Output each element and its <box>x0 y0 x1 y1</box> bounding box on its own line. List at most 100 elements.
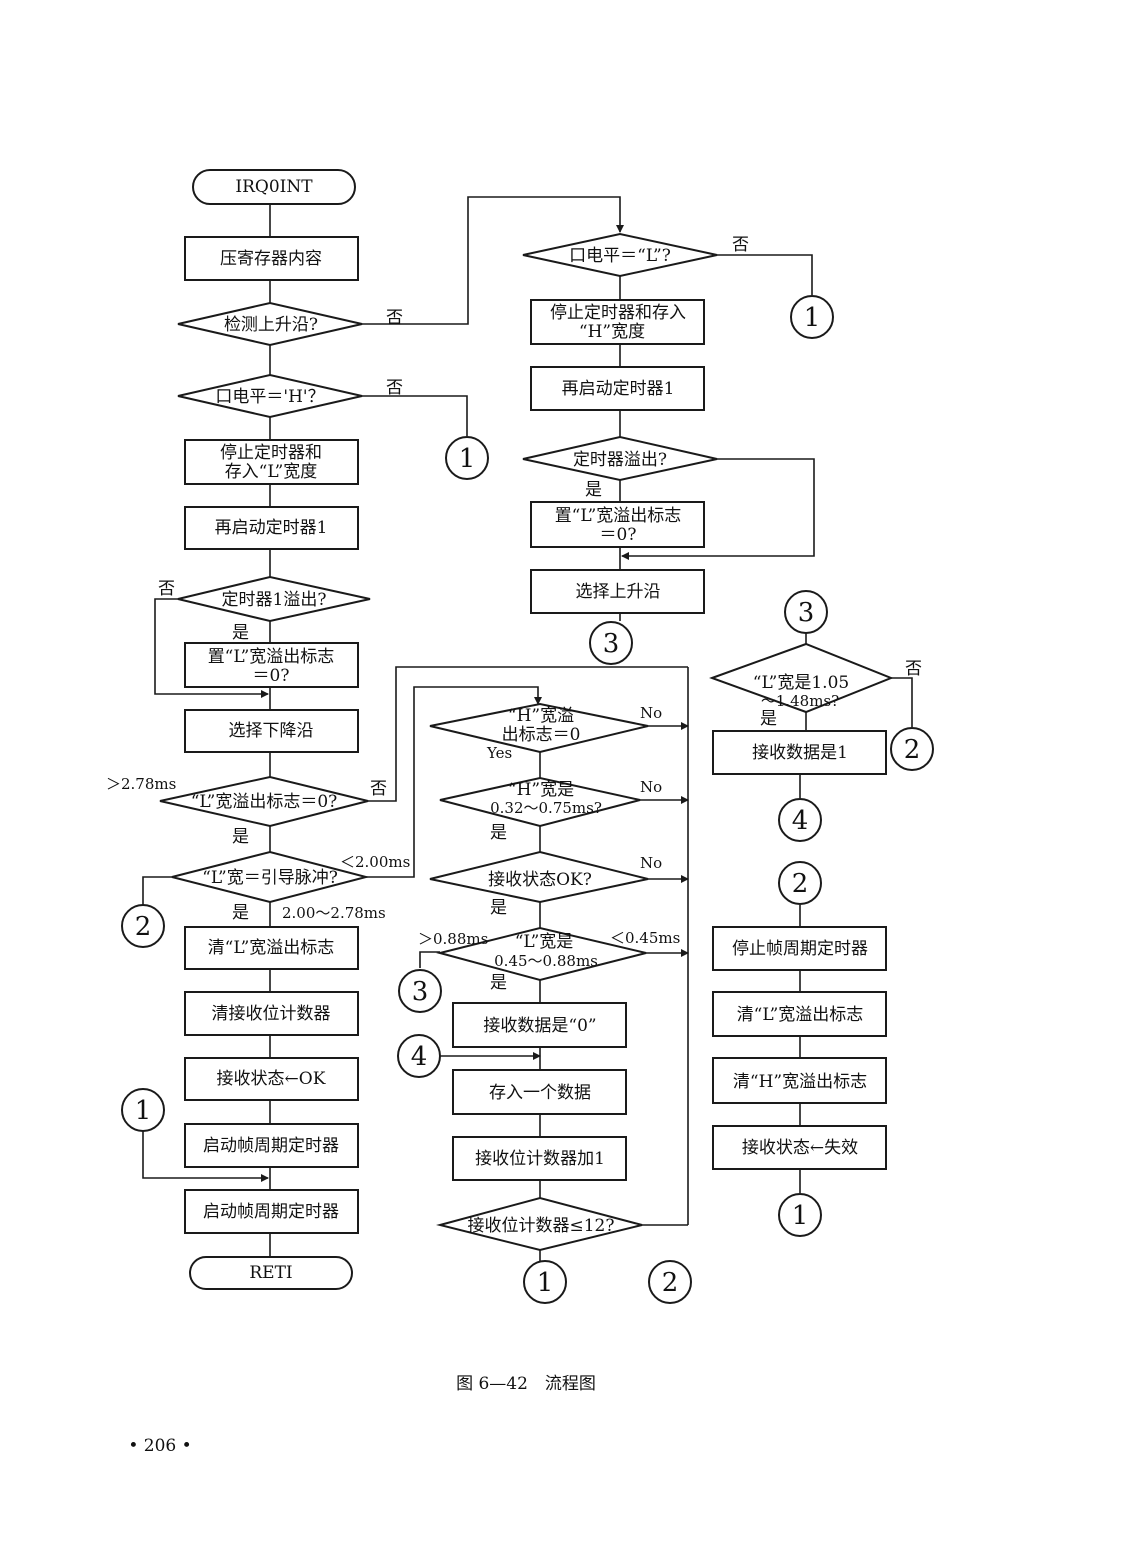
port-high-no-label: 否 <box>386 378 403 398</box>
end-label: RETI <box>249 1263 292 1283</box>
set-l-overflow-flag-line2: ＝0? <box>253 666 290 686</box>
connector-1-left-entry: 1 <box>121 1088 165 1132</box>
restart-timer1-box: 再启动定时器1 <box>184 506 359 550</box>
h-width-no-label: No <box>640 778 662 796</box>
l-overflow-no-label: 否 <box>370 779 387 799</box>
connector-3-right-entry: 3 <box>784 590 828 634</box>
restart-timer1-top-label: 再启动定时器1 <box>562 379 675 399</box>
detect-rising-edge-no-label: 否 <box>386 308 403 328</box>
right-column: “L”宽是1.05 ～1.48ms? 否 是 接收数据是1 停止帧周期定时器 清… <box>709 642 922 1170</box>
l-lead-range-label: 2.00～2.78ms <box>282 904 386 922</box>
l-width-decision: “L”宽是 0.45～0.88ms ＞0.88ms ＜0.45ms 是 <box>418 926 680 993</box>
connector-1-label: 1 <box>135 1096 152 1126</box>
timer-overflow-yes-label: 是 <box>585 480 602 500</box>
connector-1-label: 1 <box>459 444 476 474</box>
figure-caption: 图 6—42 流程图 <box>456 1374 596 1394</box>
receive-state-ok-decision: 接收状态OK? No 是 <box>429 850 662 918</box>
h-overflow-flag-line1: “H”宽溢 <box>508 706 574 726</box>
l-overflow-gt-label: ＞2.78ms <box>106 775 176 793</box>
data-zero-label: 接收数据是“0” <box>483 1016 596 1036</box>
detect-rising-edge-decision: 检测上升沿? 否 <box>177 301 403 347</box>
select-rising-edge-label: 选择上升沿 <box>576 582 661 602</box>
h-overflow-flag-decision: “H”宽溢 出标志＝0 No Yes <box>429 702 662 762</box>
receive-state-ok-label: 接收状态OK? <box>488 870 592 890</box>
port-low-no-label: 否 <box>732 235 749 255</box>
select-rising-edge-box: 选择上升沿 <box>530 569 705 614</box>
connector-2-label: 2 <box>662 1268 679 1298</box>
start-frame-timer-label-1: 启动帧周期定时器 <box>203 1136 339 1156</box>
restart-timer1-top-box: 再启动定时器1 <box>530 366 705 411</box>
l-width-yes-label: 是 <box>490 973 507 993</box>
connector-2-l-width-one: 2 <box>890 727 934 771</box>
h-overflow-flag-line2: 出标志＝0 <box>502 725 581 745</box>
select-falling-edge-box: 选择下降沿 <box>184 709 359 753</box>
state-ok-label: 接收状态←OK <box>217 1069 326 1089</box>
connector-1-label: 1 <box>537 1268 554 1298</box>
push-registers-box: 压寄存器内容 <box>184 236 359 281</box>
connector-2-bus: 2 <box>648 1260 692 1304</box>
connector-3-label: 3 <box>798 598 815 628</box>
connector-3-rise: 3 <box>589 621 633 665</box>
l-lead-pulse-decision: “L”宽＝引导脉冲? ＜2.00ms 是 2.00～2.78ms <box>171 850 410 923</box>
set-l-overflow-flag-line1: 置“L”宽溢出标志 <box>208 647 335 667</box>
state-fail-box: 接收状态←失效 <box>712 1125 887 1170</box>
l-width-one-yes-label: 是 <box>760 709 777 729</box>
state-ok-box: 接收状态←OK <box>184 1057 359 1101</box>
l-width-line2: 0.45～0.88ms <box>494 952 598 970</box>
stop-frame-timer-label: 停止帧周期定时器 <box>732 939 868 959</box>
connectors: 1 1 3 3 2 4 2 1 <box>121 295 934 1304</box>
bit-counter-label: 接收位计数器≤12? <box>468 1216 615 1236</box>
set-l-flag-top-box: 置“L”宽溢出标志 ＝0? <box>530 501 705 548</box>
connector-3-l-width: 3 <box>398 969 442 1013</box>
stop-timer-store-l-box: 停止定时器和 存入“L”宽度 <box>184 439 359 485</box>
left-column: IRQ0INT 压寄存器内容 检测上升沿? 否 口电平＝'H'？ 否 停止定时器… <box>106 169 410 1290</box>
connector-2-label: 2 <box>904 735 921 765</box>
clear-l-flag-label: 清“L”宽溢出标志 <box>208 938 335 958</box>
timer-overflow-decision: 定时器溢出? 是 <box>522 435 718 500</box>
stop-timer-store-l-line1: 停止定时器和 <box>220 443 322 463</box>
connector-4-middle: 4 <box>397 1034 441 1078</box>
connector-3-label: 3 <box>412 977 429 1007</box>
connector-4-right: 4 <box>778 798 822 842</box>
l-overflow-yes-label: 是 <box>232 827 249 847</box>
increment-bit-counter-label: 接收位计数器加1 <box>475 1149 605 1169</box>
connector-4-label: 4 <box>411 1042 428 1072</box>
data-zero-box: 接收数据是“0” <box>452 1002 627 1048</box>
data-one-box: 接收数据是1 <box>712 730 887 775</box>
l-width-gt-label: ＞0.88ms <box>418 930 488 948</box>
port-low-label: 口电平＝“L”? <box>569 246 671 266</box>
timer1-overflow-decision: 定时器1溢出? 否 是 <box>158 575 371 643</box>
start-frame-timer-label-2: 启动帧周期定时器 <box>203 1202 339 1222</box>
h-overflow-flag-yes-label: Yes <box>486 744 512 762</box>
set-l-flag-top-line2: ＝0? <box>600 525 637 545</box>
l-lead-pulse-label: “L”宽＝引导脉冲? <box>202 868 338 888</box>
l-lead-yes-label: 是 <box>232 903 249 923</box>
detect-rising-edge-label: 检测上升沿? <box>224 315 318 335</box>
data-one-label: 接收数据是1 <box>752 743 848 763</box>
clear-bit-counter-box: 清接收位计数器 <box>184 991 359 1036</box>
set-l-flag-top-line1: 置“L”宽溢出标志 <box>555 506 682 526</box>
l-width-line1: “L”宽是 <box>515 932 574 952</box>
connector-1-label: 1 <box>792 1201 809 1231</box>
connector-2-label: 2 <box>792 869 809 899</box>
connector-1-right-end: 1 <box>778 1193 822 1237</box>
l-overflow-flag-label: “L”宽溢出标志＝0? <box>191 792 338 812</box>
store-data-label: 存入一个数据 <box>489 1083 591 1103</box>
l-width-one-line1: “L”宽是1.05 <box>753 673 849 693</box>
connector-1-label: 1 <box>804 303 821 333</box>
push-registers-label: 压寄存器内容 <box>220 249 322 269</box>
clear-h-flag-box: 清“H”宽溢出标志 <box>712 1057 887 1104</box>
middle-column: “H”宽溢 出标志＝0 No Yes “H”宽是 0.32～0.75ms? No… <box>418 702 680 1252</box>
clear-l-flag-right-box: 清“L”宽溢出标志 <box>712 991 887 1037</box>
flow-lines <box>142 196 913 1262</box>
l-width-lt-label: ＜0.45ms <box>610 929 680 947</box>
connector-2-right-entry: 2 <box>778 861 822 905</box>
receive-state-ok-yes-label: 是 <box>490 898 507 918</box>
select-falling-edge-label: 选择下降沿 <box>229 721 314 741</box>
restart-timer1-label: 再启动定时器1 <box>215 518 328 538</box>
stop-timer-store-h-line2: “H”宽度 <box>579 322 645 342</box>
store-data-box: 存入一个数据 <box>452 1069 627 1115</box>
timer1-overflow-label: 定时器1溢出? <box>222 590 327 610</box>
stop-timer-store-l-line2: 存入“L”宽度 <box>225 462 318 482</box>
